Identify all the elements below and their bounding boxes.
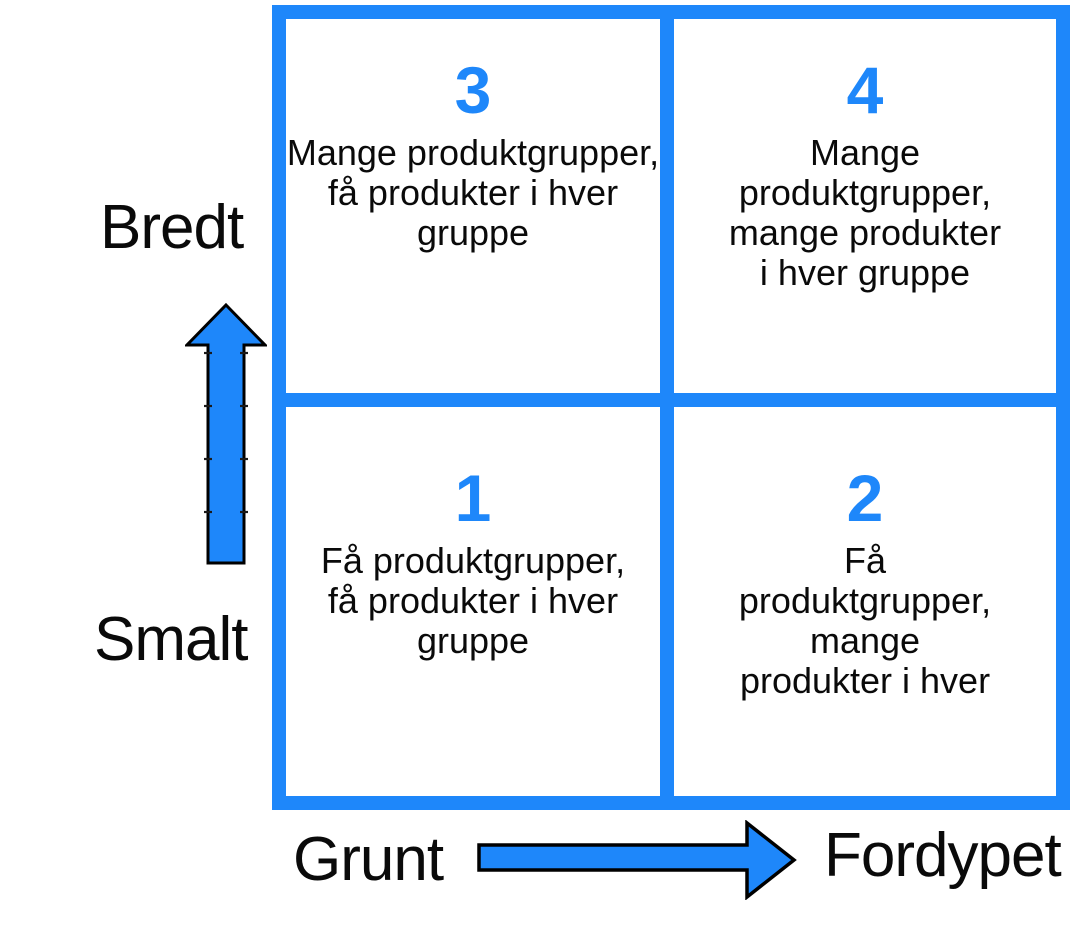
quadrant-text: Få produktgrupper, mange produkter i hve… bbox=[738, 540, 992, 701]
right-arrow-icon bbox=[477, 820, 797, 900]
quadrant-text: Mange produktgrupper, mange produkter i … bbox=[728, 132, 1002, 293]
quadrant-text: Få produktgrupper, få produkter i hver g… bbox=[320, 540, 626, 661]
y-axis-label-top: Bredt bbox=[100, 193, 244, 262]
up-arrow-icon bbox=[185, 303, 267, 565]
quadrant-number: 3 bbox=[454, 53, 492, 127]
x-axis-label-right: Fordypet bbox=[824, 821, 1062, 890]
quadrant-1: 1 Få produktgrupper, få produkter i hver… bbox=[286, 407, 660, 796]
quadrant-number: 2 bbox=[846, 461, 884, 535]
x-axis-label-left: Grunt bbox=[293, 825, 444, 894]
quadrant-4: 4 Mange produktgrupper, mange produkter … bbox=[674, 19, 1056, 393]
quadrant-number: 4 bbox=[846, 53, 884, 127]
quadrant-2: 2 Få produktgrupper, mange produkter i h… bbox=[674, 407, 1056, 796]
matrix-grid: 3 Mange produktgrupper, få produkter i h… bbox=[272, 5, 1070, 810]
y-axis-label-bottom: Smalt bbox=[94, 605, 248, 674]
quadrant-3: 3 Mange produktgrupper, få produkter i h… bbox=[286, 19, 660, 393]
quadrant-text: Mange produktgrupper, få produkter i hve… bbox=[286, 132, 660, 253]
quadrant-number: 1 bbox=[454, 461, 492, 535]
